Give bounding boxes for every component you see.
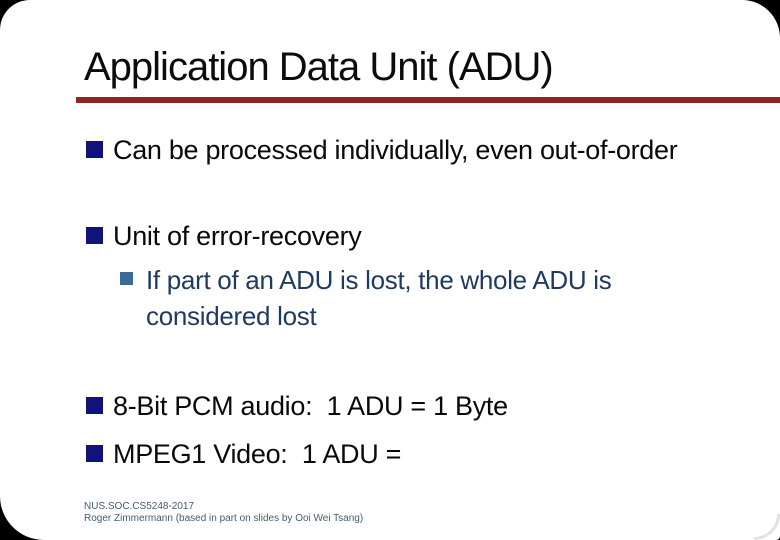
- title-underline-rule: [76, 97, 780, 103]
- sub-bullet-text: If part of an ADU is lost, the whole ADU…: [146, 265, 619, 331]
- sub-bullet-item: If part of an ADU is lost, the whole ADU…: [120, 262, 726, 334]
- bullet-square-icon: [86, 445, 103, 462]
- bullet-text: Unit of error-recovery: [113, 221, 362, 251]
- bullet-item: 8-Bit PCM audio: 1 ADU = 1 Byte: [86, 386, 508, 426]
- footer-course-code: NUS.SOC.CS5248-2017: [84, 501, 195, 512]
- bullet-item: Unit of error-recovery: [86, 216, 362, 256]
- slide-footer: NUS.SOC.CS5248-2017 Roger Zimmermann (ba…: [84, 501, 363, 525]
- bullet-square-icon: [86, 227, 103, 244]
- bullet-text: MPEG1 Video: 1 ADU =: [113, 439, 402, 469]
- sub-bullet-square-icon: [120, 272, 133, 285]
- bullet-square-icon: [86, 397, 103, 414]
- bullet-square-icon: [86, 141, 103, 158]
- bullet-item: MPEG1 Video: 1 ADU =: [86, 434, 401, 474]
- bullet-text: 8-Bit PCM audio: 1 ADU = 1 Byte: [113, 391, 508, 421]
- bullet-text: Can be processed individually, even out-…: [113, 135, 678, 165]
- footer-attribution: Roger Zimmermann (based in part on slide…: [84, 513, 364, 524]
- bullet-item: Can be processed individually, even out-…: [86, 130, 678, 170]
- bottom-right-corner-arc: [754, 514, 780, 540]
- slide-title: Application Data Unit (ADU): [84, 45, 554, 89]
